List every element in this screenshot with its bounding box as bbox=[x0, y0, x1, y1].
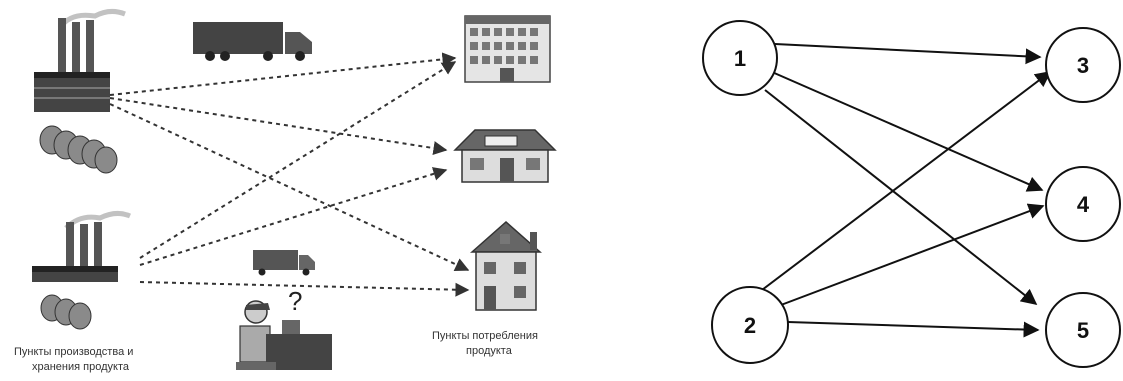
edge-1-4 bbox=[771, 71, 1044, 192]
consumption-caption-line1: Пункты потребления bbox=[432, 330, 538, 342]
logistics-illustration: ? Пункты производства и хранения продукт… bbox=[14, 8, 557, 373]
graph-node-1: 1 bbox=[702, 20, 778, 96]
graph-edges bbox=[761, 43, 1052, 338]
office-building-icon bbox=[464, 15, 551, 83]
truck-icon-small bbox=[253, 250, 315, 276]
graph-node-2: 2 bbox=[711, 286, 789, 364]
production-caption-line1: Пункты производства и bbox=[14, 346, 133, 358]
question-mark: ? bbox=[288, 286, 302, 316]
graph-node-4: 4 bbox=[1045, 166, 1121, 242]
transport-routes bbox=[109, 52, 470, 297]
graph-node-5-label: 5 bbox=[1077, 318, 1089, 343]
truck-icon-large bbox=[193, 22, 312, 61]
graph-node-1-label: 1 bbox=[734, 46, 746, 71]
graph-node-3-label: 3 bbox=[1077, 53, 1089, 78]
route-f1-townhouse bbox=[109, 103, 470, 272]
factory-icon-bottom bbox=[32, 210, 131, 282]
edge-1-3 bbox=[774, 43, 1042, 65]
route-f1-office bbox=[109, 52, 457, 96]
edge-2-4 bbox=[772, 203, 1045, 309]
edge-2-3 bbox=[761, 71, 1052, 291]
bipartite-graph: 1 2 3 4 5 bbox=[702, 20, 1121, 368]
graph-node-2-label: 2 bbox=[744, 313, 756, 338]
production-caption-line2: хранения продукта bbox=[32, 361, 130, 373]
sacks-icon-top bbox=[39, 125, 118, 174]
edge-2-5 bbox=[787, 321, 1040, 338]
route-f2-townhouse bbox=[139, 281, 470, 297]
sacks-icon-bottom bbox=[40, 294, 92, 330]
dispatcher-at-desk-icon bbox=[236, 300, 332, 370]
edge-1-5 bbox=[764, 89, 1038, 305]
factory-icon-top bbox=[34, 8, 126, 112]
route-f1-house bbox=[109, 97, 448, 155]
graph-node-3: 3 bbox=[1045, 27, 1121, 103]
townhouse-icon bbox=[470, 220, 542, 311]
house-icon bbox=[453, 129, 557, 183]
graph-node-5: 5 bbox=[1045, 292, 1121, 368]
route-f2-house bbox=[139, 167, 448, 266]
graph-node-4-label: 4 bbox=[1077, 192, 1090, 217]
consumption-caption-line2: продукта bbox=[466, 345, 513, 357]
route-f2-office bbox=[139, 61, 457, 259]
